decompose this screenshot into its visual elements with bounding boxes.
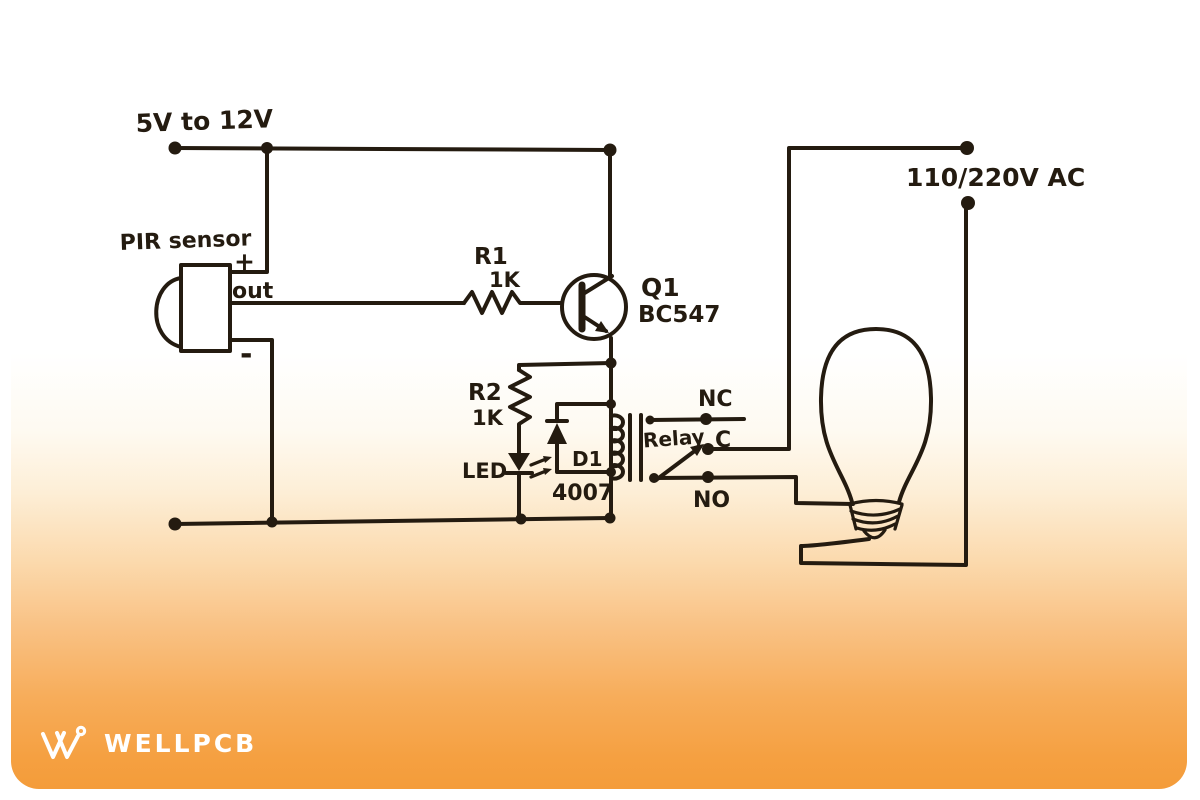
mains-terminal-dot-2 [961,196,975,210]
pir-sensor-symbol [154,148,466,523]
q1-circle [560,273,628,341]
supply-plus-terminal-dot [168,141,182,155]
relay-nc-label: NC [698,387,733,412]
d1-top-wire [555,402,613,422]
mains-voltage-label: 110/220V AC [906,163,1085,192]
pir-minus-wire [228,338,274,523]
resistor-r2-symbol [508,368,532,455]
bottom-rail-junction-dot-3 [604,512,616,524]
top-rail-wire [173,146,612,152]
relay-armature [654,445,702,482]
wellpcb-logo-text: WELLPCB [104,728,258,758]
relay-no-label: NO [693,488,730,513]
diode-d1-branch [545,402,613,474]
lamp-circuit [799,204,968,567]
led-ray-1 [529,457,548,467]
power-rails [173,146,612,526]
led-label: LED [462,459,507,483]
pir-out-pin-label: out [232,279,274,304]
top-rail-junction-dot [261,142,273,154]
led-ray-2 [529,469,548,479]
d1-name-label: D1 [572,447,603,471]
coil-top-junction-dot [606,399,616,409]
mains-return-wire [799,204,968,567]
no-contact-dot [702,471,714,483]
c-contact-dot [702,443,714,455]
supply-minus-terminal-dot [168,517,182,531]
relay-c-wire [706,146,969,451]
d1-part-label: 4007 [552,481,613,506]
q1-part-label: BC547 [638,302,720,328]
resistor-r1-symbol [462,290,564,315]
supply-voltage-label: 5V to 12V [135,104,274,138]
d1-triangle [547,423,567,444]
mains-terminal-dot-1 [960,141,974,155]
relay-label: Relay [642,424,705,452]
relay-nc-line [648,417,746,422]
relay-coil [609,413,625,481]
bottom-rail-junction-dot-1 [266,516,278,528]
bulb-screw-base [848,498,904,540]
q1-collector-diag [581,274,614,296]
bulb-thread-3 [855,522,897,532]
pir-dome [154,276,183,349]
q1-name-label: Q1 [641,273,680,302]
collector-rail-junction-dot [603,143,617,157]
pir-plus-wire [228,148,269,274]
led-ray-2-arrow [543,468,552,475]
junction-dots [168,141,975,531]
emitter-junction-dot [605,357,617,369]
bulb-base-left [848,503,858,531]
relay-armature-arrow [690,444,704,456]
pir-minus-pin-label: - [240,337,252,372]
d1-bottom-wire [555,442,613,474]
led-triangle [508,453,530,471]
pir-body [179,263,232,353]
relay-symbol [609,146,969,506]
bulb-tip [862,528,887,540]
armature-pivot-dot [649,473,659,483]
schematic-card [11,10,1187,789]
bulb-thread-1 [849,507,902,517]
led-ray-1-arrow [543,456,552,463]
relay-no-wire [652,475,855,506]
q1-emitter-arrow [595,321,609,333]
wellpcb-logo: WELLPCB [38,722,257,764]
pir-plus-pin-label: + [234,247,255,276]
logo-w-stroke-2 [55,731,80,759]
wellpcb-logo-mark [41,725,87,759]
nc-contact-dot [700,413,712,425]
r2-led-branch [504,361,613,521]
r1-name-label: R1 [474,244,508,270]
r2-top-wire [517,361,613,372]
r1-value-label: 1K [489,268,521,292]
bulb-base-top [848,498,904,506]
r2-value-label: 1K [472,406,504,430]
bottom-rail-wire [173,516,612,526]
nc-line-end-dot [645,415,655,425]
r2-name-label: R2 [468,380,502,406]
relay-c-label: C [715,428,731,453]
bulb-glass [818,327,934,504]
bottom-rail-junction-dot-2 [515,513,527,525]
logo-dot [75,725,87,737]
coil-bottom-junction-dot [606,467,616,477]
bulb-thread-2 [851,514,900,525]
pir-sensor-label: PIR sensor [119,226,252,256]
